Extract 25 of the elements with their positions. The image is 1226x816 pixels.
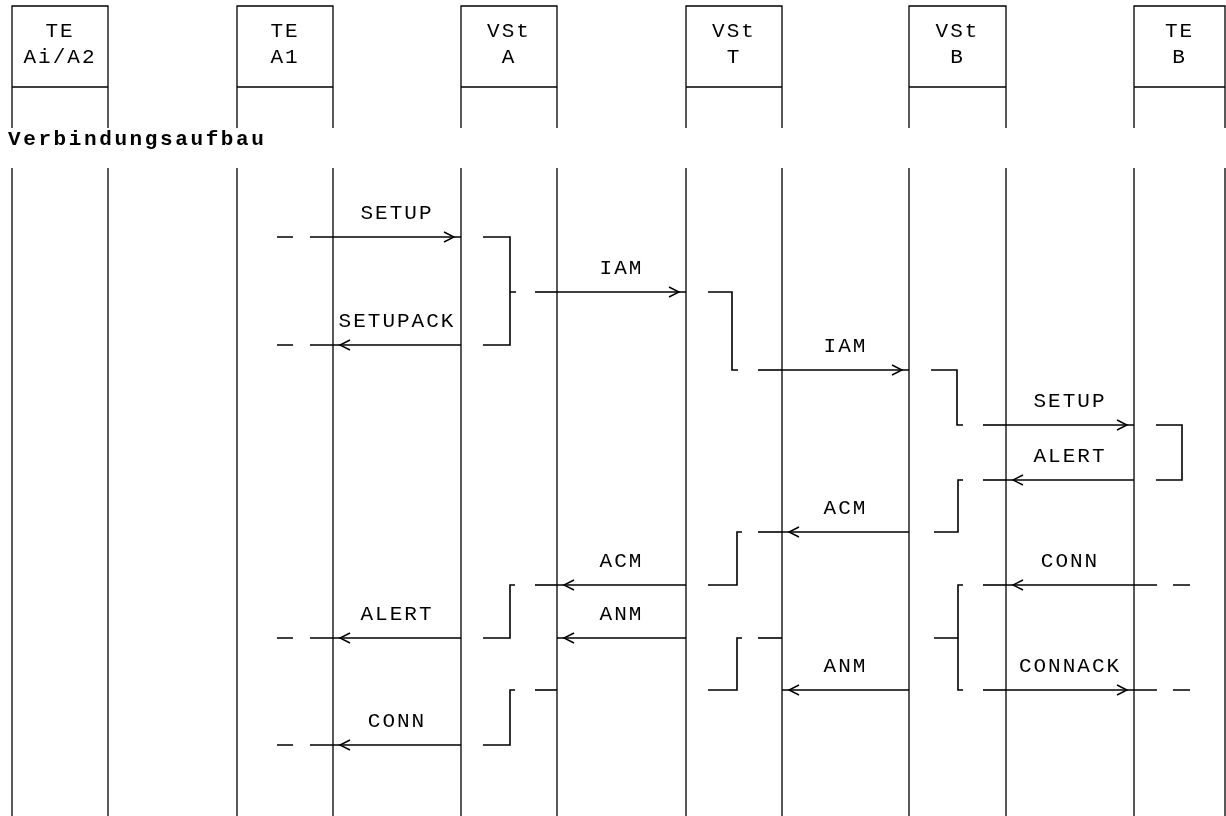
message-arrow	[332, 231, 462, 243]
section-heading: Verbindungsaufbau	[8, 128, 267, 151]
participant-name: VSt T	[712, 19, 756, 71]
message-arrow	[332, 632, 462, 644]
message-arrow	[556, 579, 687, 591]
participant-name: TE A1	[270, 19, 300, 71]
participant-lifeline	[1134, 6, 1225, 816]
participant-lifeline	[909, 6, 1006, 816]
message-arrow	[1005, 474, 1135, 486]
participant-name: VSt A	[487, 19, 531, 71]
participant-name: VSt B	[935, 19, 980, 71]
message-arrow	[1005, 684, 1135, 696]
message-arrow	[556, 632, 687, 644]
message-arrow	[781, 364, 910, 376]
message-arrow	[332, 339, 462, 351]
participant-name: TE B	[1164, 19, 1195, 71]
participant-name: TE Ai/A2	[23, 19, 97, 71]
message-arrow	[1005, 419, 1135, 431]
message-arrow	[1005, 579, 1135, 591]
participant-lifeline	[461, 6, 557, 816]
message-arrow	[332, 739, 462, 751]
participant-lifeline	[686, 6, 782, 816]
message-arrow	[781, 684, 910, 696]
message-arrow	[556, 286, 687, 298]
message-arrow	[781, 526, 910, 538]
